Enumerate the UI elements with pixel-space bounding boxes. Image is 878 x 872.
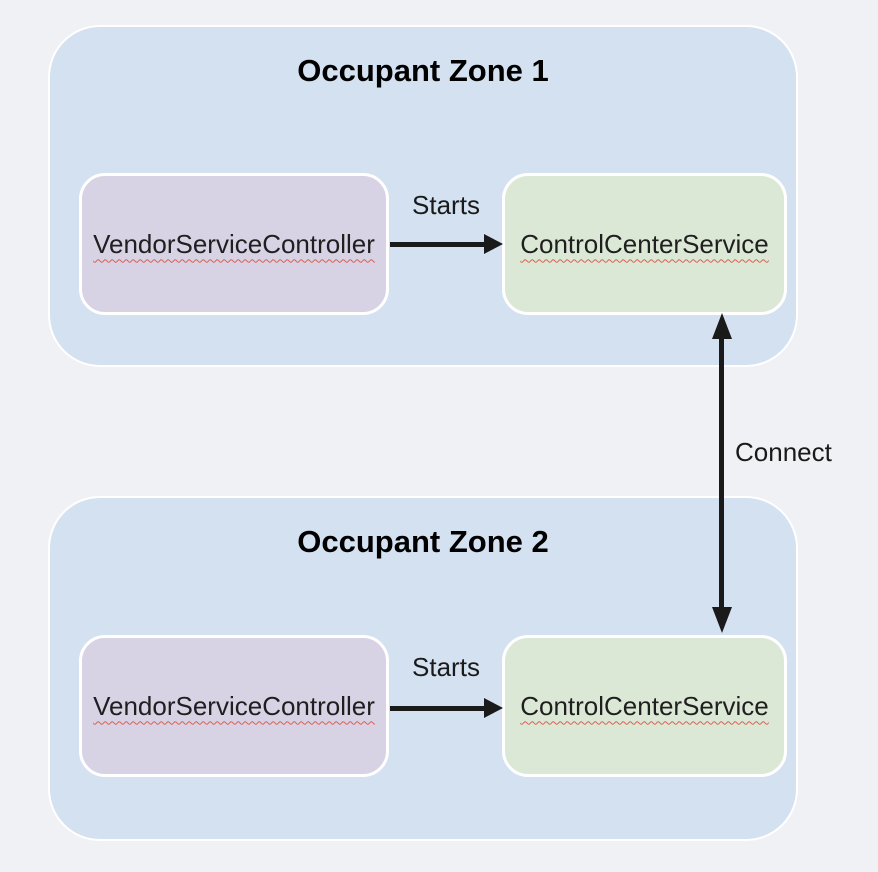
- occupant-zone-2: Occupant Zone 2 VendorServiceController …: [48, 496, 798, 841]
- zone1-control-center-service-label: ControlCenterService: [520, 228, 769, 259]
- connect-arrow-label: Connect: [735, 437, 832, 467]
- connect-arrow-down-head-icon: [712, 607, 732, 633]
- zone1-vendor-service-controller-node: VendorServiceController: [79, 173, 389, 315]
- zone2-control-center-service-node: ControlCenterService: [502, 635, 787, 777]
- connect-arrow-up-head-icon: [712, 313, 732, 339]
- occupant-zone-2-title: Occupant Zone 2: [297, 524, 549, 559]
- zone1-starts-arrow-label: Starts: [412, 190, 480, 220]
- zone1-control-center-service-node: ControlCenterService: [502, 173, 787, 315]
- occupant-zone-1: Occupant Zone 1 VendorServiceController …: [48, 25, 798, 367]
- zone2-vendor-service-controller-label: VendorServiceController: [93, 690, 375, 721]
- connect-arrow-line: [719, 336, 724, 608]
- zone2-vendor-service-controller-node: VendorServiceController: [79, 635, 389, 777]
- occupant-zone-1-title: Occupant Zone 1: [297, 53, 549, 88]
- zone1-starts-arrow-head-icon: [484, 234, 503, 254]
- zone2-starts-arrow-label: Starts: [412, 652, 480, 682]
- zone2-control-center-service-label: ControlCenterService: [520, 690, 769, 721]
- zone2-starts-arrow-line: [390, 706, 486, 711]
- zone1-vendor-service-controller-label: VendorServiceController: [93, 228, 375, 259]
- zone2-starts-arrow-head-icon: [484, 698, 503, 718]
- zone1-starts-arrow-line: [390, 242, 486, 247]
